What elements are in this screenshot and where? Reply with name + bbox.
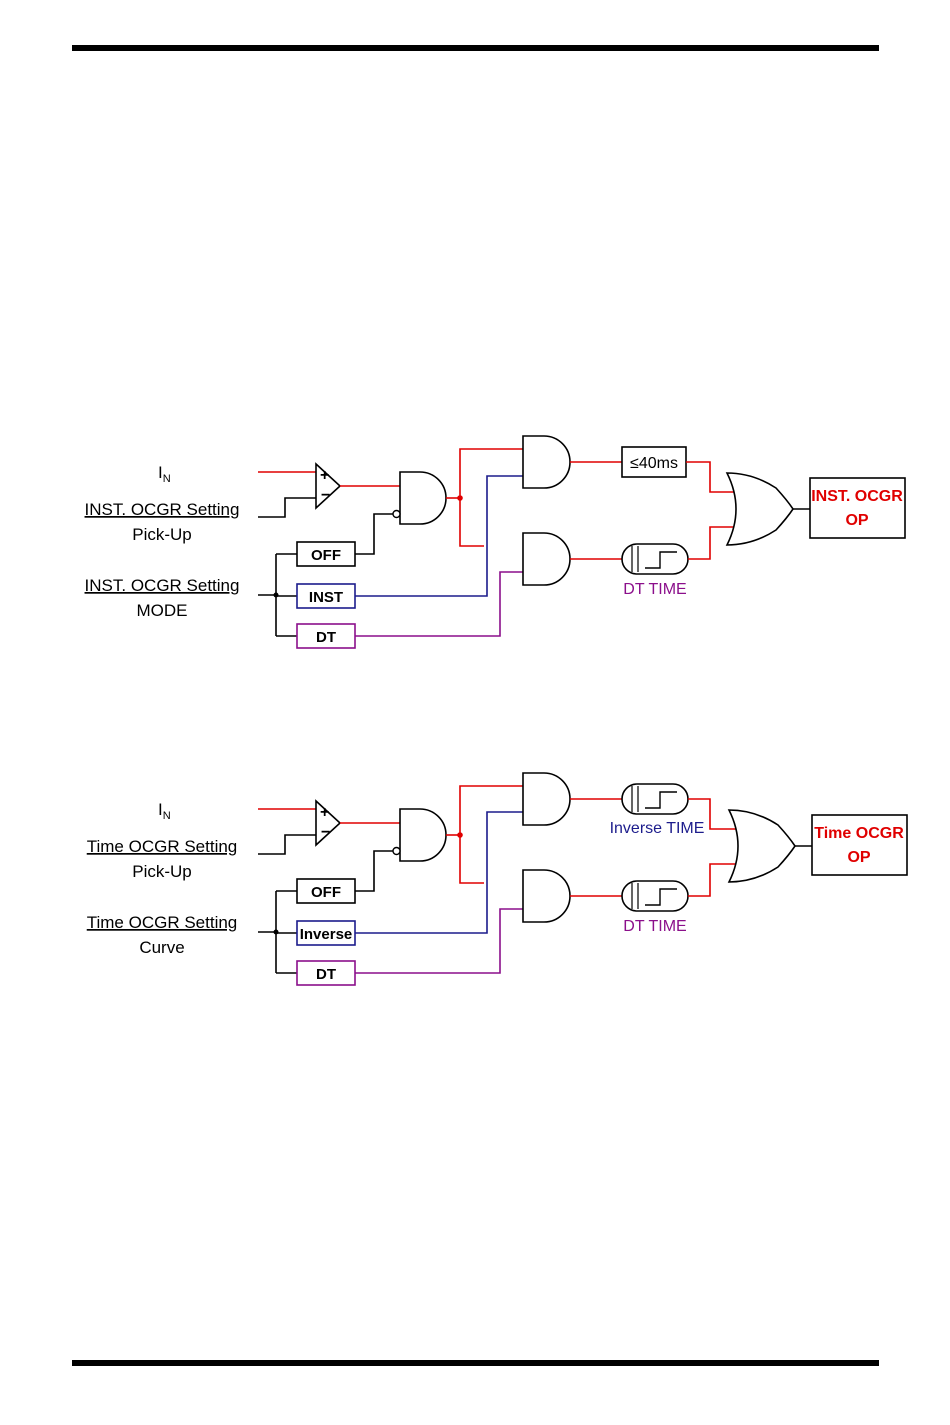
- comparator: + −: [316, 464, 340, 508]
- svg-text:−: −: [321, 824, 330, 841]
- svg-text:≤40ms: ≤40ms: [630, 455, 678, 472]
- or-gate-2: [729, 810, 795, 882]
- svg-text:Time OCGR: Time OCGR: [814, 825, 904, 842]
- svg-text:+: +: [320, 804, 329, 821]
- inverse-time-label: Inverse TIME: [610, 820, 705, 837]
- pickup-setting-label: INST. OCGR Setting: [85, 500, 240, 519]
- and-gate-1: [393, 472, 446, 524]
- svg-text:INST: INST: [309, 589, 343, 606]
- branch-up-wire: [460, 449, 523, 498]
- dt-wire: [355, 572, 523, 636]
- svg-text:−: −: [321, 487, 330, 504]
- svg-text:DT: DT: [316, 966, 336, 983]
- inst-ocgr-op-output: INST. OCGR OP: [810, 478, 905, 538]
- mode-setting-label: INST. OCGR Setting: [85, 576, 240, 595]
- comparator-2: + −: [316, 801, 340, 845]
- mode-setting-sub: MODE: [137, 601, 188, 620]
- off-wire: [355, 514, 394, 554]
- off-wire-2: [355, 851, 394, 891]
- input-in-label-2: IN: [158, 800, 171, 822]
- and-gate-1b: [393, 809, 446, 861]
- timer-dt-2: [622, 881, 688, 911]
- or-gate: [727, 473, 793, 545]
- timer-inverse: [622, 784, 688, 814]
- pickup-wire: [258, 498, 318, 517]
- branch-down-wire-2: [460, 835, 484, 883]
- svg-text:OFF: OFF: [311, 547, 341, 564]
- timer-dt: [622, 544, 688, 574]
- svg-text:DT: DT: [316, 629, 336, 646]
- option-dt: DT: [297, 624, 355, 648]
- time-ocgr-op-output: Time OCGR OP: [812, 815, 907, 875]
- curve-setting-label: Time OCGR Setting: [87, 913, 238, 932]
- curve-bus: [258, 891, 297, 973]
- svg-text:Inverse: Inverse: [300, 926, 353, 943]
- svg-text:INST. OCGR: INST. OCGR: [811, 488, 903, 505]
- option-off-2: OFF: [297, 879, 355, 903]
- pickup-setting-sub: Pick-Up: [132, 525, 192, 544]
- svg-text:OP: OP: [845, 512, 868, 529]
- dt-time-label-2: DT TIME: [623, 918, 686, 935]
- svg-text:OP: OP: [847, 849, 870, 866]
- time-ocgr-diagram: IN Time OCGR Setting Pick-Up Time OCGR S…: [87, 773, 907, 985]
- option-inverse: Inverse: [297, 921, 355, 945]
- input-in-label: IN: [158, 463, 171, 485]
- and-gate-3b: [523, 870, 570, 922]
- option-inst: INST: [297, 584, 355, 608]
- pickup-wire-2: [258, 835, 318, 854]
- curve-setting-sub: Curve: [139, 938, 184, 957]
- pickup-setting-label-2: Time OCGR Setting: [87, 837, 238, 856]
- svg-text:+: +: [320, 467, 329, 484]
- timer-40ms: ≤40ms: [622, 447, 686, 477]
- and-gate-3: [523, 533, 570, 585]
- inst-ocgr-diagram: IN INST. OCGR Setting Pick-Up INST. OCGR…: [85, 436, 905, 648]
- mode-bus: [258, 554, 297, 636]
- and-gate-2b: [523, 773, 570, 825]
- dt-wire-2: [355, 909, 523, 973]
- dt-time-label: DT TIME: [623, 581, 686, 598]
- branch-down-wire: [460, 498, 484, 546]
- branch-up-wire-2: [460, 786, 523, 835]
- top-rule: [72, 45, 879, 51]
- svg-text:OFF: OFF: [311, 884, 341, 901]
- option-off: OFF: [297, 542, 355, 566]
- pickup-setting-sub-2: Pick-Up: [132, 862, 192, 881]
- and-gate-2: [523, 436, 570, 488]
- option-dt-2: DT: [297, 961, 355, 985]
- bottom-rule: [72, 1360, 879, 1366]
